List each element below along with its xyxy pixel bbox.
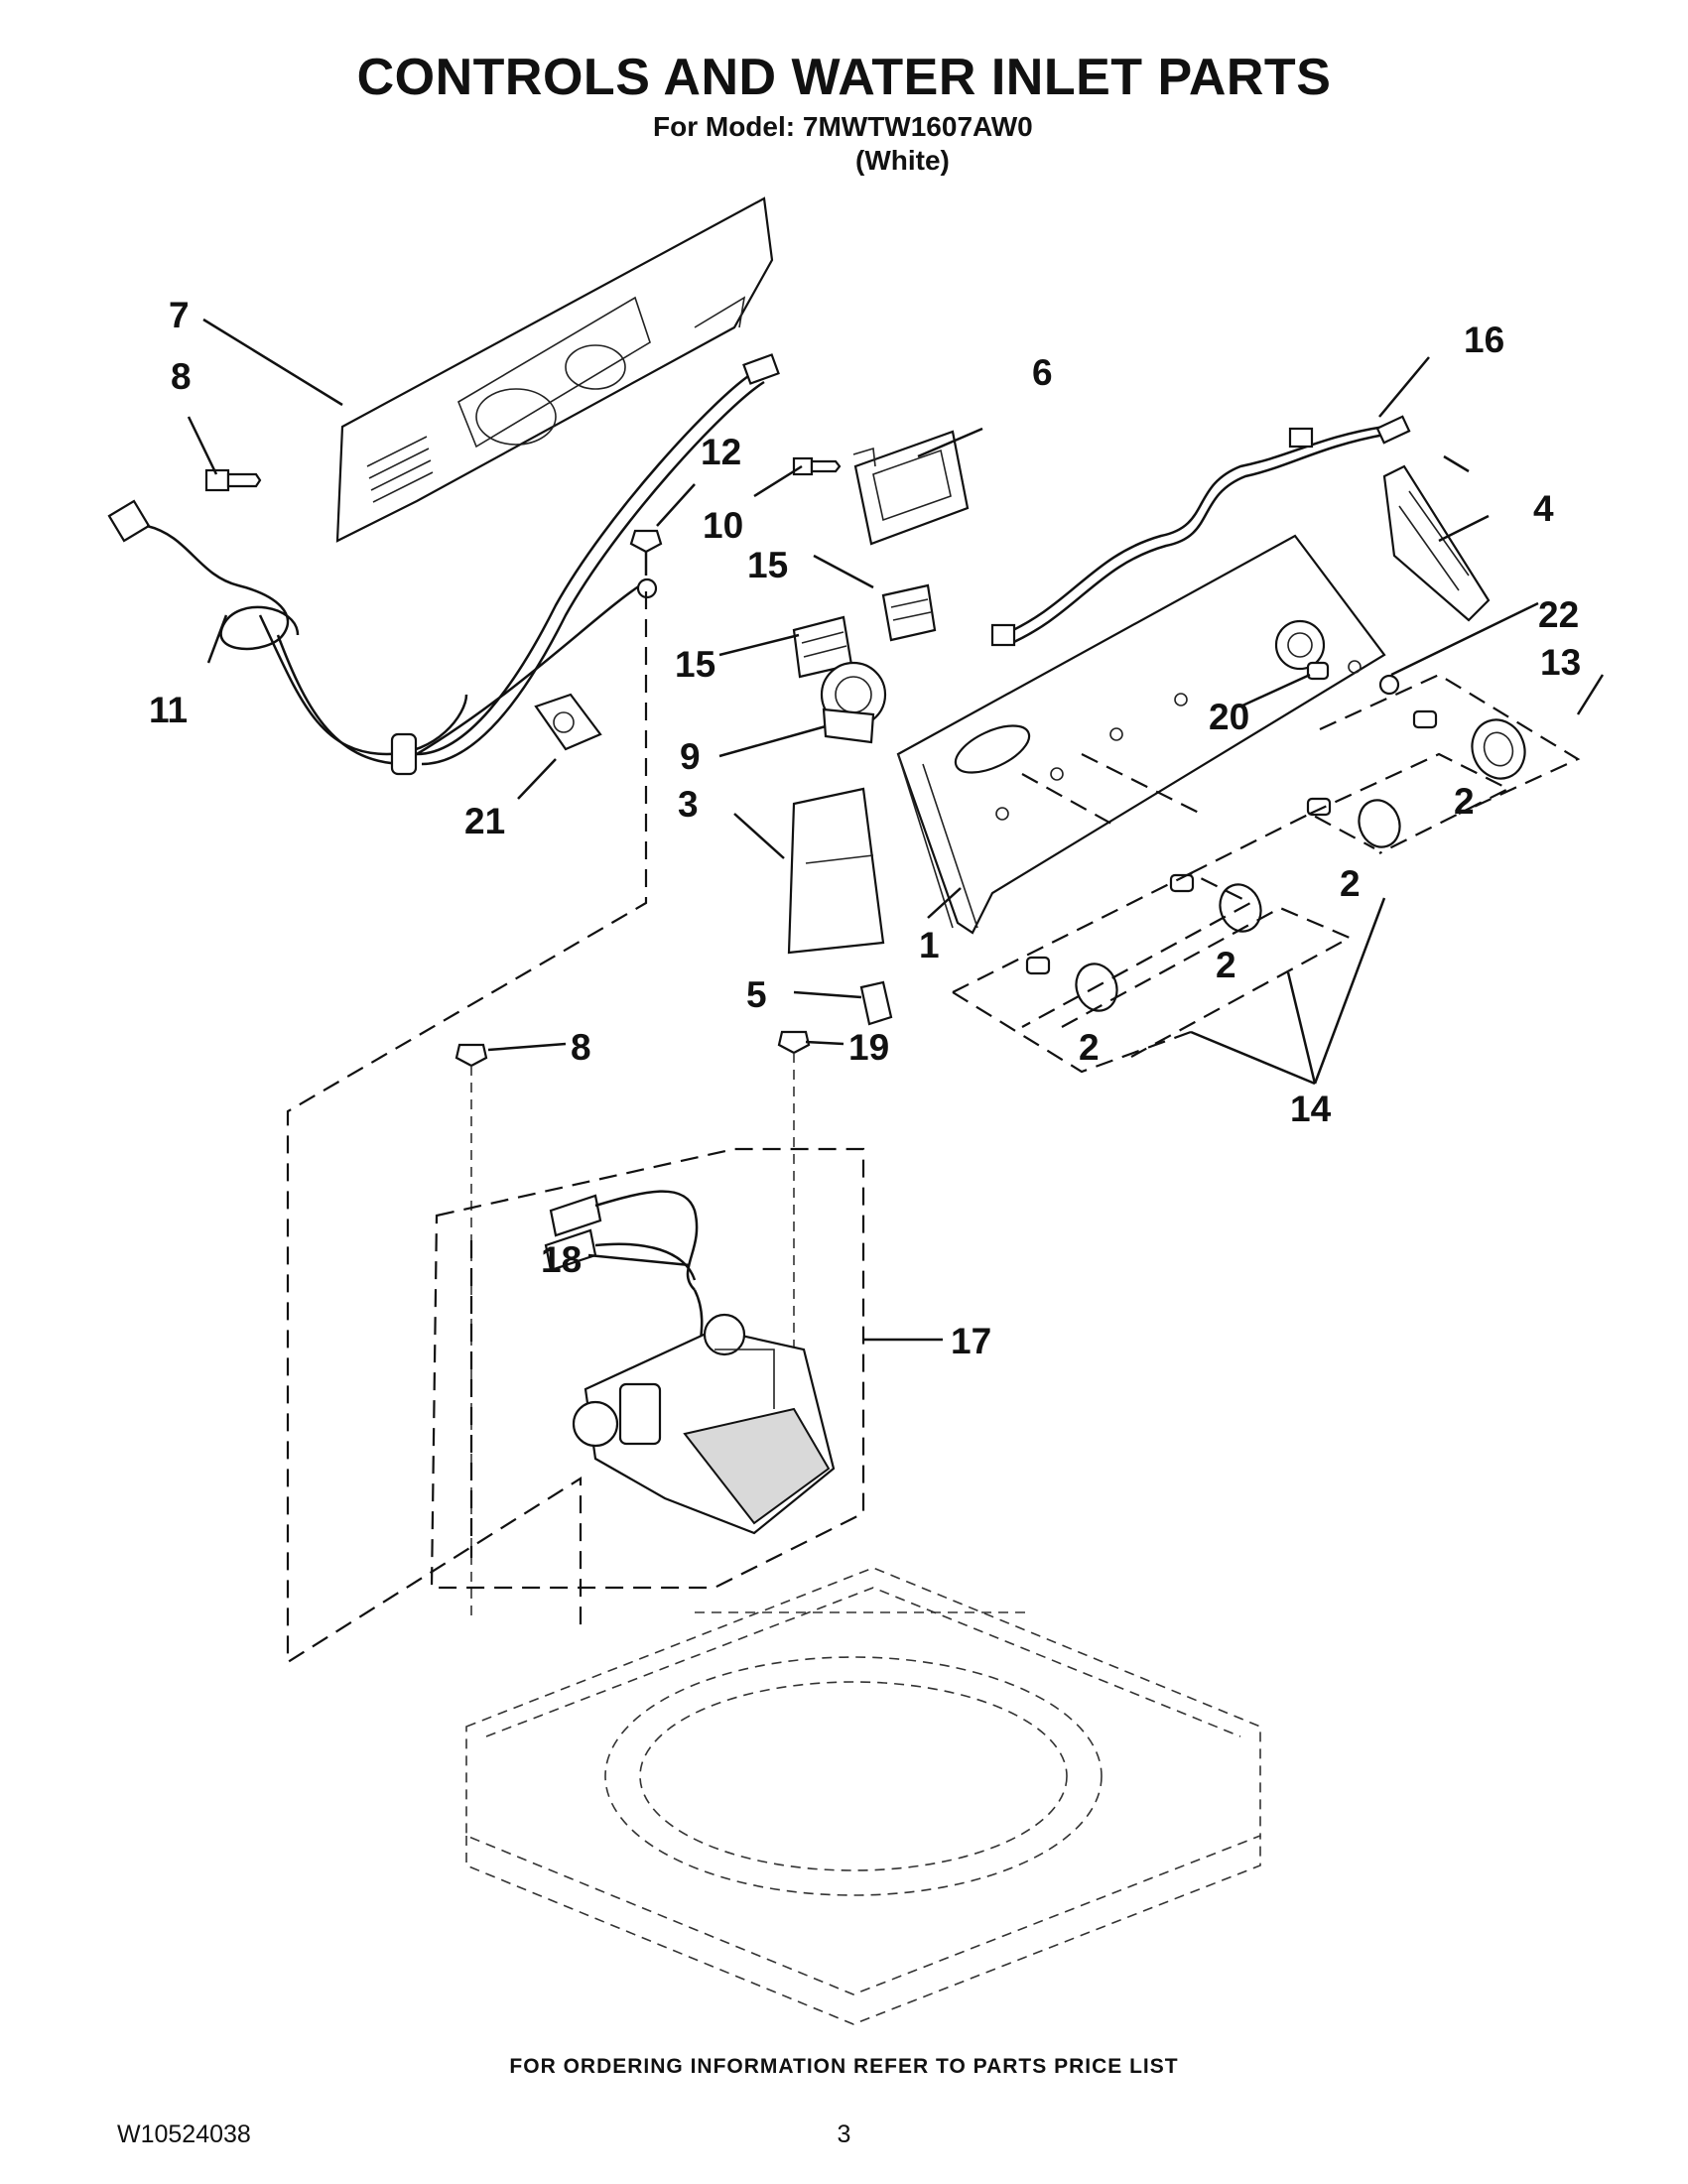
- callout-19: 19: [848, 1027, 889, 1068]
- callout-8: 8: [171, 356, 192, 397]
- screw-icon: [792, 456, 842, 476]
- callout-21: 21: [464, 801, 505, 841]
- callout-6: 6: [1032, 352, 1053, 393]
- knob: [1412, 709, 1526, 780]
- knob: [1306, 797, 1401, 848]
- callout-8: 8: [571, 1027, 591, 1068]
- knob-group-outline: [952, 673, 1581, 1074]
- ground-wire: [416, 353, 780, 766]
- wire-clip: [534, 693, 602, 751]
- washer: [1378, 674, 1400, 696]
- pressure-switch: [820, 661, 887, 744]
- valve-harness: [544, 1190, 707, 1400]
- callout-9: 9: [680, 736, 701, 777]
- callout-13: 13: [1540, 642, 1581, 683]
- assembly-leader: [286, 591, 648, 1664]
- callout-15: 15: [747, 545, 788, 585]
- callout-20: 20: [1209, 697, 1249, 737]
- color-variant: (White): [855, 145, 950, 176]
- cap-clip: [859, 980, 893, 1026]
- callout-7: 7: [169, 295, 190, 335]
- washer-top-base: [465, 1567, 1261, 2025]
- model-line: For Model: 7MWTW1607AW0: [653, 111, 1033, 142]
- callout-2: 2: [1454, 781, 1475, 822]
- callout-14: 14: [1290, 1089, 1332, 1129]
- callout-3: 3: [678, 784, 699, 825]
- callout-17: 17: [951, 1321, 991, 1361]
- callout-22: 22: [1538, 594, 1579, 635]
- callout-16: 16: [1464, 320, 1504, 360]
- callout-2: 2: [1340, 863, 1361, 904]
- callout-12: 12: [701, 432, 741, 472]
- page-title: CONTROLS AND WATER INLET PARTS: [356, 49, 1332, 106]
- screw-icon: [204, 468, 262, 492]
- callout-labels: 7 8 11 12 10 6 16 4 15 15 9 3 22 13 20 2…: [149, 295, 1581, 1361]
- callout-2: 2: [1079, 1027, 1100, 1068]
- page-number: 3: [837, 2120, 851, 2148]
- switch: [881, 583, 937, 642]
- power-cord: [107, 499, 468, 776]
- ordering-note: FOR ORDERING INFORMATION REFER TO PARTS …: [509, 2055, 1179, 2078]
- water-inlet-valve: [572, 1313, 836, 1535]
- ground-screw: [629, 529, 663, 576]
- knob: [1169, 873, 1262, 933]
- knob: [1025, 956, 1118, 1012]
- console-end-cap: [1382, 464, 1491, 622]
- callout-15: 15: [675, 644, 715, 685]
- callout-10: 10: [703, 505, 743, 546]
- end-cap: [787, 787, 885, 955]
- water-inlet-valve-group: [430, 1147, 865, 1590]
- document-number: W10524038: [117, 2120, 251, 2148]
- callout-11: 11: [149, 690, 188, 730]
- callout-1: 1: [919, 925, 940, 965]
- callout-leaders: [187, 318, 1605, 1342]
- screw-icon: [777, 1030, 811, 1389]
- callout-5: 5: [746, 974, 767, 1015]
- callout-4: 4: [1533, 488, 1554, 529]
- electronic-control-board: [852, 430, 970, 546]
- console-rear-panel: [335, 196, 774, 543]
- control-console: [896, 534, 1386, 935]
- wiring-harness: [990, 415, 1411, 647]
- callout-18: 18: [541, 1239, 582, 1280]
- timer-shaft: [1306, 661, 1330, 681]
- callout-2: 2: [1216, 945, 1236, 985]
